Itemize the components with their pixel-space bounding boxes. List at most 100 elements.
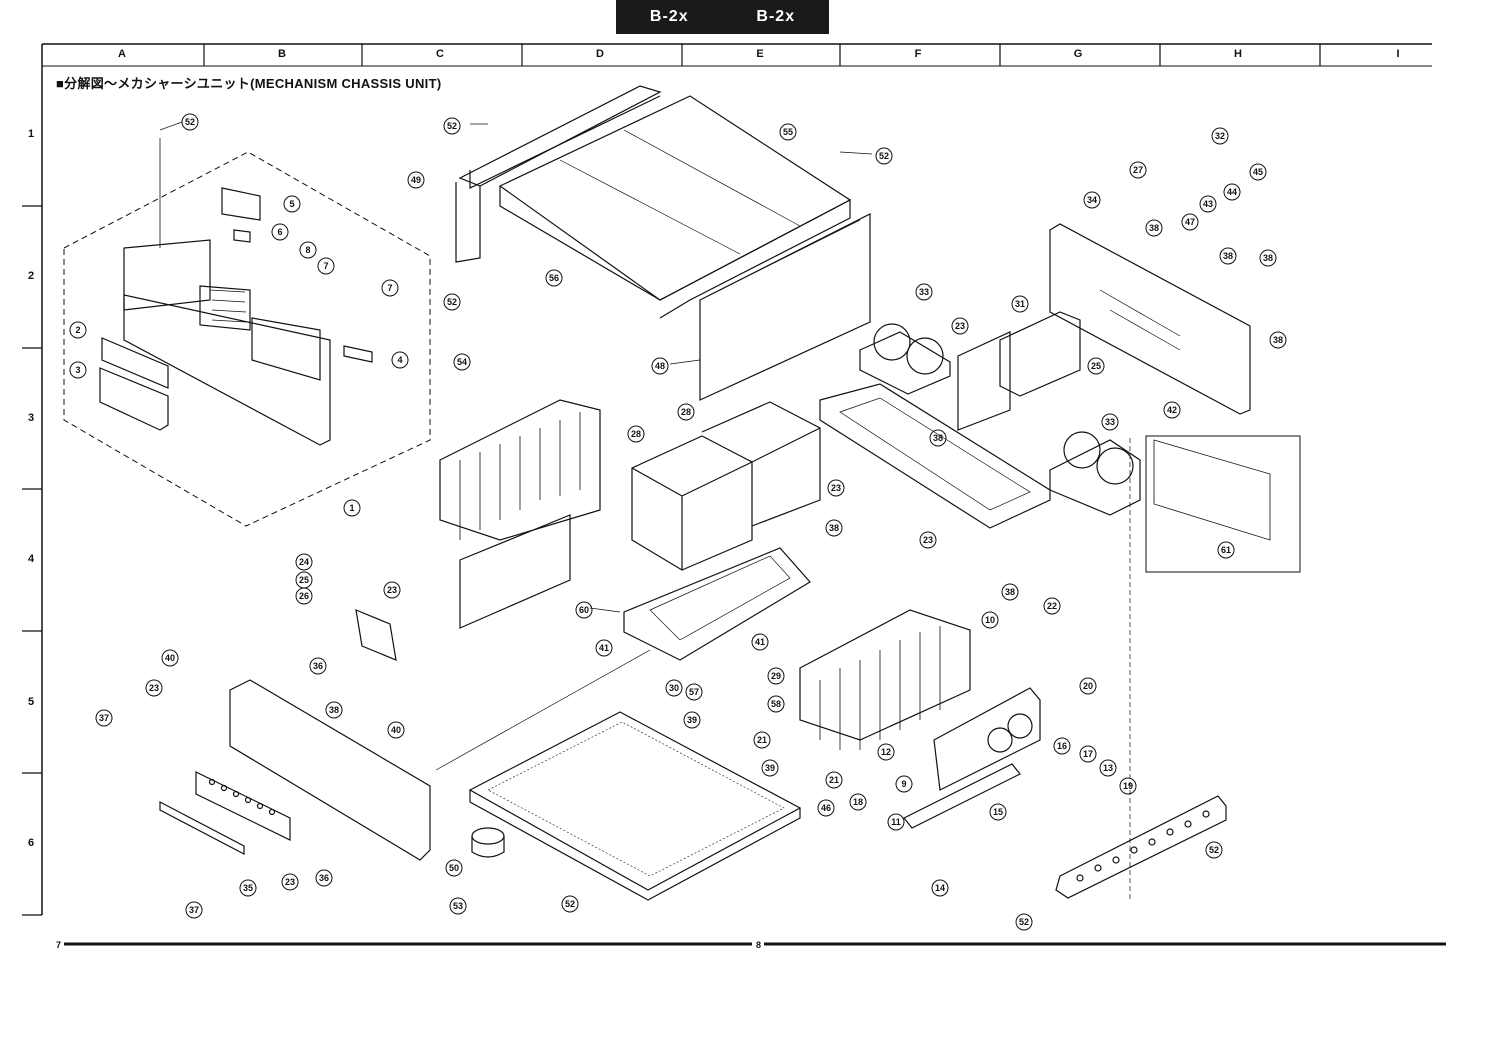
callout-54: 54	[457, 357, 467, 367]
callout-27: 27	[1133, 165, 1143, 175]
callout-42: 42	[1167, 405, 1177, 415]
model-header: B-2x B-2x	[616, 0, 829, 34]
callout-3: 3	[75, 365, 80, 375]
grid-row-3: 3	[28, 412, 35, 424]
bottom-cover	[468, 711, 802, 901]
model-label-left: B-2x	[649, 8, 689, 25]
callout-40-b: 40	[391, 725, 401, 735]
callout-28-a: 28	[681, 407, 691, 417]
callout-5: 5	[289, 199, 294, 209]
callout-8: 8	[305, 245, 310, 255]
grid-row-2: 2	[28, 270, 35, 282]
callout-49: 49	[411, 175, 421, 185]
callout-10: 10	[985, 615, 995, 625]
callout-53: 53	[453, 901, 463, 911]
rear-panel	[1049, 223, 1301, 573]
callout-52-a: 52	[185, 117, 195, 127]
callout-37-b: 37	[189, 905, 199, 915]
grid-row-4: 4	[28, 553, 35, 565]
grid-col-e: E	[756, 48, 764, 60]
callout-52-g: 52	[1019, 917, 1029, 927]
diagram-title: ■分解図〜メカシャーシユニット(MECHANISM CHASSIS UNIT)	[56, 76, 442, 91]
grid-frame	[22, 43, 1446, 946]
callout-19: 19	[1123, 781, 1133, 791]
callout-38-f: 38	[829, 523, 839, 533]
callout-43: 43	[1203, 199, 1213, 209]
callout-7-b: 7	[387, 283, 392, 293]
callout-45: 45	[1253, 167, 1263, 177]
callout-35: 35	[243, 883, 253, 893]
front-chassis	[159, 609, 431, 861]
callout-32: 32	[1215, 131, 1225, 141]
callout-16: 16	[1057, 741, 1067, 751]
grid-col-h: H	[1234, 48, 1242, 60]
callout-38-g: 38	[1005, 587, 1015, 597]
grid-col-b: B	[278, 48, 286, 60]
callout-38-h: 38	[329, 705, 339, 715]
callout-34: 34	[1087, 195, 1097, 205]
heat-sink-left	[439, 399, 601, 629]
callout-52-c: 52	[879, 151, 889, 161]
callout-25: 25	[1091, 361, 1101, 371]
callout-23-d: 23	[387, 585, 397, 595]
callout-18: 18	[853, 797, 863, 807]
callout-39-b: 39	[765, 763, 775, 773]
callout-23-e: 23	[149, 683, 159, 693]
callout-6: 6	[277, 227, 282, 237]
callout-56: 56	[549, 273, 559, 283]
callout-4: 4	[397, 355, 402, 365]
callout-17: 17	[1083, 749, 1093, 759]
page-number-left: 7	[56, 940, 62, 950]
callout-29: 29	[771, 671, 781, 681]
grid-row-1: 1	[28, 128, 35, 140]
callout-38-a: 38	[1149, 223, 1159, 233]
callout-23-b: 23	[831, 483, 841, 493]
callout-33-a: 33	[919, 287, 929, 297]
main-chassis-frame	[819, 311, 1141, 529]
callout-37-a: 37	[99, 713, 109, 723]
callout-40-a: 40	[165, 653, 175, 663]
callout-33-b: 33	[1105, 417, 1115, 427]
grid-col-g: G	[1073, 48, 1083, 60]
grid-col-i: I	[1396, 48, 1400, 60]
callout-23-c: 23	[923, 535, 933, 545]
callout-48: 48	[655, 361, 665, 371]
grid-col-a: A	[118, 48, 126, 60]
callout-23-a: 23	[955, 321, 965, 331]
leader-lines	[159, 121, 1131, 900]
page-number-center: 8	[756, 940, 762, 950]
grid-col-f: F	[914, 48, 922, 60]
callout-39-a: 39	[687, 715, 697, 725]
callout-2: 2	[75, 325, 80, 335]
model-label-right: B-2x	[756, 8, 796, 25]
callouts	[69, 113, 1287, 931]
callout-14: 14	[935, 883, 945, 893]
front-panel-subassembly	[63, 138, 431, 527]
callout-labels: 52 5 6 8 7 7 2 3 4 1 52 49 55 52 56 52 5…	[75, 117, 1283, 927]
callout-61: 61	[1221, 545, 1231, 555]
callout-52-b: 52	[447, 121, 457, 131]
callout-22: 22	[1047, 601, 1057, 611]
callout-38-b: 38	[1223, 251, 1233, 261]
callout-20: 20	[1083, 681, 1093, 691]
grid-col-d: D	[596, 48, 604, 60]
callout-21-b: 21	[829, 775, 839, 785]
callout-41-a: 41	[599, 643, 609, 653]
callout-1: 1	[349, 503, 354, 513]
callout-41-b: 41	[755, 637, 765, 647]
callout-7-a: 7	[323, 261, 328, 271]
grid-col-c: C	[436, 48, 444, 60]
callout-60: 60	[579, 605, 589, 615]
callout-30: 30	[669, 683, 679, 693]
callout-55: 55	[783, 127, 793, 137]
top-cover	[455, 85, 871, 401]
grid-row-6: 6	[28, 837, 35, 849]
callout-25-b: 25	[299, 575, 309, 585]
callout-12: 12	[881, 747, 891, 757]
grid-row-5: 5	[28, 696, 35, 708]
callout-15: 15	[993, 807, 1003, 817]
callout-52-f: 52	[565, 899, 575, 909]
callout-11: 11	[891, 817, 901, 827]
callout-24: 24	[299, 557, 309, 567]
